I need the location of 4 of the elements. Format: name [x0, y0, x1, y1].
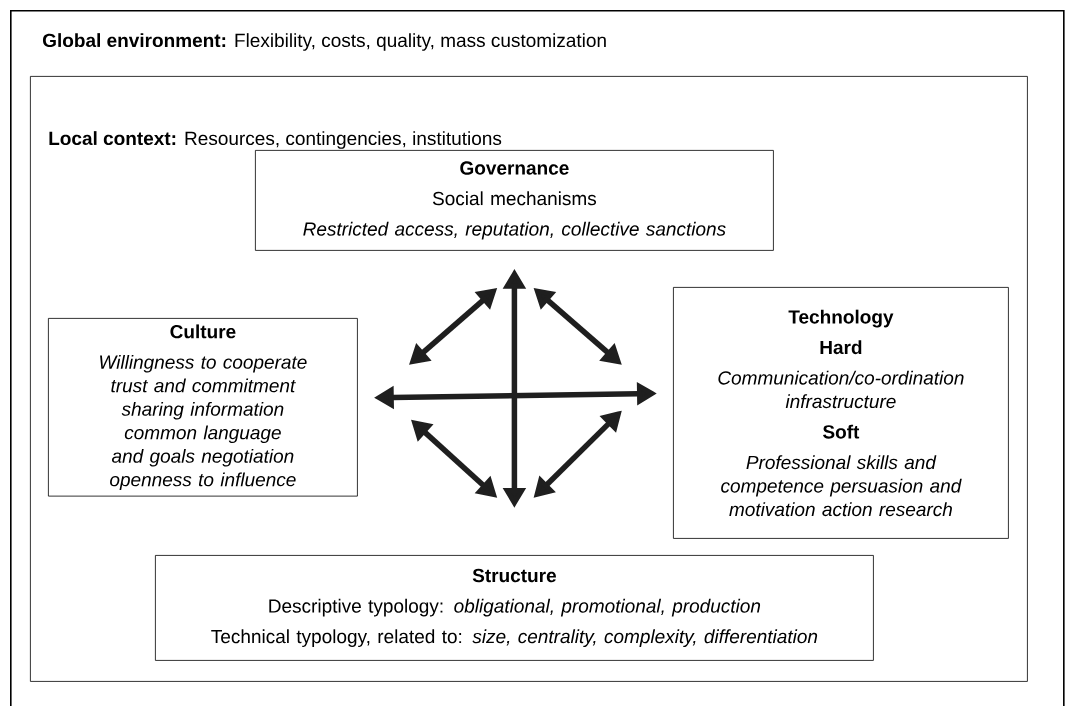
technology-box: Technology Hard Communication/co-ordination infrastructure Soft Professional skills and competence persuasion and motivation action research [673, 287, 1009, 539]
structure-box: Structure Descriptive typology: obligational, promotional, production Technical typology, related to: size, centrality, complexity, differentiation [155, 555, 874, 661]
governance-box: Governance Social mechanisms Restricted access, reputation, collective sanctions [255, 150, 774, 251]
culture-box: Culture Willingness to cooperate trust and commitment sharing information common language and goals negotiation openness to influence [48, 318, 358, 497]
